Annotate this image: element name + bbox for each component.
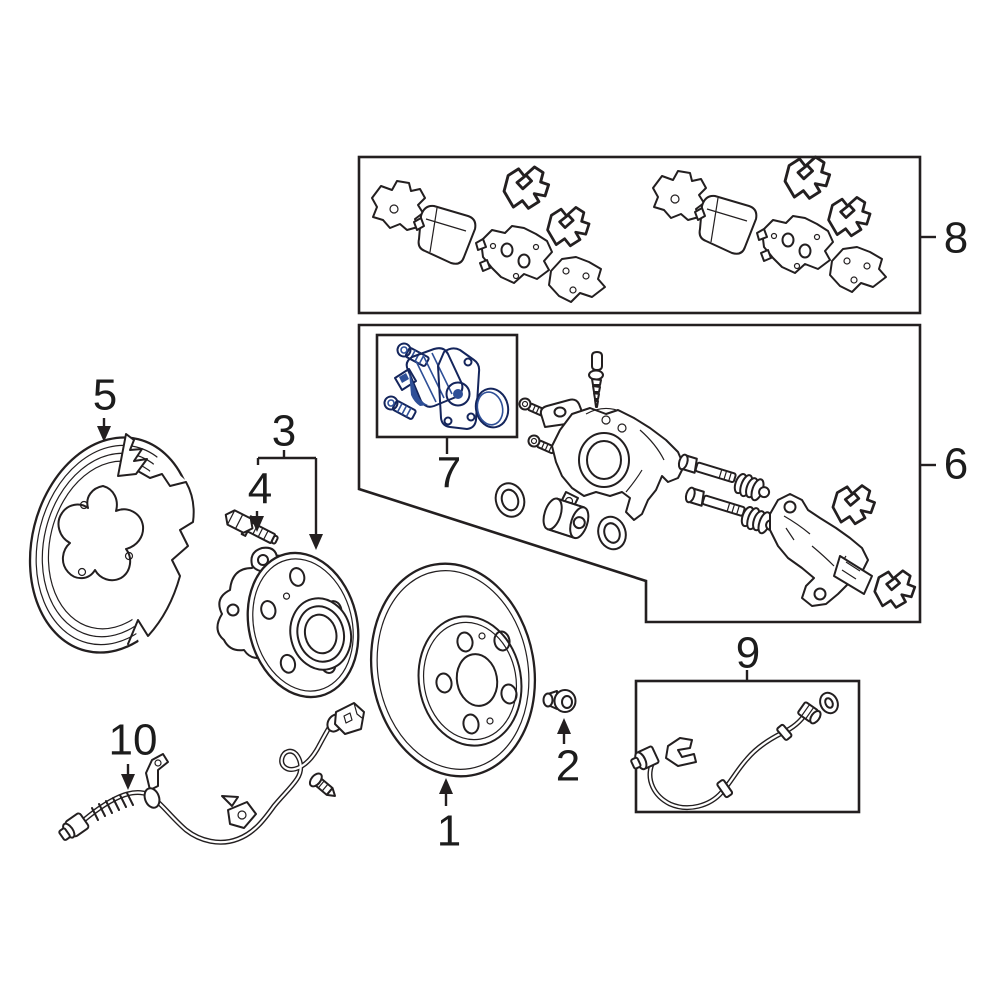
shield-cut-edge bbox=[127, 469, 195, 645]
shield-center-hole bbox=[57, 485, 145, 582]
hose-fitting bbox=[630, 745, 660, 771]
caliper-body bbox=[539, 398, 685, 521]
pad-shim-inner bbox=[548, 256, 606, 303]
caliper-box-border bbox=[357, 323, 922, 624]
callouts: 8 6 7 9 5 3 4 1 bbox=[93, 214, 968, 856]
bleeder-screw bbox=[588, 351, 604, 408]
part-4-bolt bbox=[224, 509, 279, 545]
pad-kit-box bbox=[357, 152, 922, 315]
part-1-rotor bbox=[369, 562, 537, 778]
callout-6-label: 6 bbox=[944, 440, 968, 489]
callout-4-label: 4 bbox=[248, 465, 272, 514]
callout-1: 1 bbox=[437, 778, 461, 856]
callout-6: 6 bbox=[921, 440, 968, 489]
part-3-hub bbox=[216, 546, 360, 699]
pad-kit-box-border bbox=[357, 155, 922, 315]
brake-pad-outer bbox=[417, 204, 477, 265]
callout-8: 8 bbox=[921, 214, 968, 263]
callout-2: 2 bbox=[556, 718, 580, 791]
slide-pins bbox=[677, 453, 778, 535]
hose-clip bbox=[665, 737, 697, 767]
part-9-brake-hose bbox=[630, 691, 839, 810]
callout-10: 10 bbox=[109, 716, 158, 790]
hose-box bbox=[630, 679, 861, 814]
bracket-clip bbox=[873, 569, 917, 609]
harness-bracket bbox=[143, 753, 169, 809]
actuator-flange bbox=[437, 347, 481, 430]
pad-retainer-clip bbox=[502, 165, 551, 210]
part-7-actuator bbox=[383, 342, 510, 430]
callout-10-label: 10 bbox=[109, 716, 158, 765]
banjo-fitting bbox=[797, 701, 822, 725]
part-2-screw bbox=[542, 689, 577, 713]
pin-boot bbox=[740, 506, 778, 535]
pin-boot bbox=[733, 473, 771, 502]
callout-5: 5 bbox=[93, 371, 117, 442]
actuator-cap bbox=[474, 387, 510, 429]
harness-connector bbox=[326, 702, 365, 735]
shield-tab bbox=[117, 433, 148, 477]
pad-retainer-clip bbox=[546, 205, 591, 248]
abs-sensor-head bbox=[58, 812, 90, 841]
caliper-bracket bbox=[769, 493, 873, 607]
harness-bolt bbox=[308, 772, 337, 797]
callout-1-label: 1 bbox=[437, 807, 461, 856]
part-10-abs-harness bbox=[58, 702, 365, 845]
caliper-piston bbox=[542, 497, 590, 540]
brake-pad-set-right bbox=[652, 152, 887, 293]
callout-2-label: 2 bbox=[556, 742, 580, 791]
harness-clamp bbox=[221, 795, 257, 829]
callout-8-label: 8 bbox=[944, 214, 968, 263]
piston-and-seals bbox=[494, 482, 627, 551]
callout-7: 7 bbox=[437, 437, 461, 498]
callout-9: 9 bbox=[736, 629, 760, 681]
callout-9-label: 9 bbox=[736, 629, 760, 678]
part-5-splash-shield bbox=[28, 433, 226, 654]
caliper-box bbox=[357, 323, 922, 624]
bracket-clip bbox=[831, 484, 876, 526]
callout-4: 4 bbox=[248, 465, 272, 532]
brake-pad-set bbox=[371, 165, 606, 303]
callout-3-label: 3 bbox=[272, 407, 296, 456]
sealing-washer bbox=[819, 691, 839, 715]
callout-5-label: 5 bbox=[93, 371, 117, 420]
callout-3: 3 bbox=[256, 407, 323, 550]
callout-7-label: 7 bbox=[437, 449, 461, 498]
brake-pad-inner bbox=[480, 225, 553, 284]
